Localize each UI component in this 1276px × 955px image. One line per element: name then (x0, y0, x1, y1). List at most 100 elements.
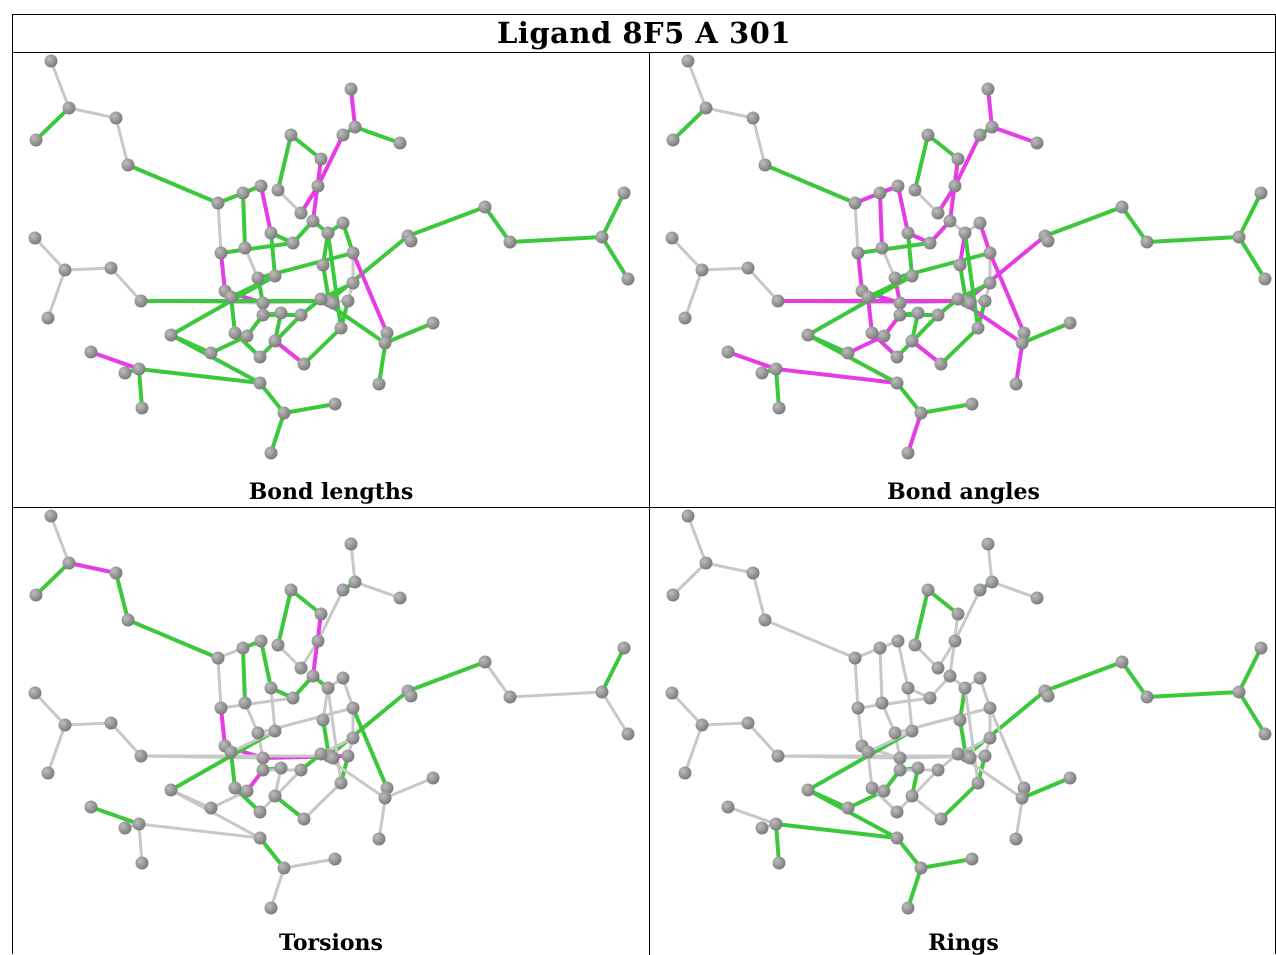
atom-6 (294, 206, 308, 220)
atom-64 (1063, 771, 1077, 785)
atom-2 (29, 133, 43, 147)
atom-21 (901, 681, 915, 695)
atom-7 (948, 179, 962, 193)
bond-70 (866, 274, 914, 299)
bond-44 (353, 580, 402, 600)
bond-2 (704, 561, 755, 575)
atom-38 (326, 296, 340, 310)
atom-34 (503, 690, 517, 704)
bond-60 (906, 411, 923, 455)
atom-1 (699, 556, 713, 570)
bond-73 (896, 639, 910, 690)
atom-57 (84, 345, 98, 359)
bond-4 (763, 618, 857, 660)
bond-57 (774, 822, 899, 840)
atom-30 (316, 258, 330, 272)
panel-torsions: Torsions (13, 508, 650, 955)
atom-56 (135, 401, 149, 415)
bond-1 (34, 106, 71, 142)
bond-1 (671, 106, 708, 142)
atom-48 (841, 801, 855, 815)
atom-33 (1115, 655, 1129, 669)
atom-63 (1015, 336, 1029, 350)
atom-55 (132, 817, 146, 831)
panel-bond-lengths: Bond lengths (13, 53, 650, 508)
atom-59 (914, 861, 928, 875)
atom-15 (771, 294, 785, 308)
atom-8 (848, 196, 862, 210)
bond-2 (704, 106, 755, 120)
atom-20 (893, 751, 907, 765)
bond-32 (327, 689, 410, 758)
atom-22 (923, 236, 937, 250)
bond-60 (906, 866, 923, 910)
atom-23 (306, 669, 320, 683)
atom-60 (328, 852, 342, 866)
atom-49 (240, 329, 254, 343)
atom-28 (978, 294, 992, 308)
atom-56 (135, 856, 149, 870)
atom-50 (893, 308, 907, 322)
atom-41 (985, 120, 999, 134)
atom-58 (253, 376, 267, 390)
bond-12 (700, 721, 750, 727)
atom-61 (264, 901, 278, 915)
panel-rings: Rings (650, 508, 1276, 955)
bond-0 (49, 59, 71, 110)
atom-53 (297, 812, 311, 826)
atom-16 (214, 701, 228, 715)
bond-61 (169, 333, 262, 385)
bond-63 (1020, 776, 1072, 800)
atom-44 (284, 128, 298, 142)
bond-10 (33, 691, 67, 727)
bond-2 (67, 106, 118, 120)
bond-44 (990, 580, 1039, 600)
atom-25 (336, 671, 350, 685)
bond-6 (216, 656, 223, 710)
atom-24 (321, 681, 335, 695)
atom-42 (344, 537, 358, 551)
atom-1 (62, 556, 76, 570)
bond-67 (258, 768, 303, 814)
atom-9 (873, 186, 887, 200)
atom-60 (965, 852, 979, 866)
atom-29 (334, 321, 348, 335)
atom-20 (256, 751, 270, 765)
bond-6 (853, 656, 860, 710)
atom-62 (380, 781, 394, 795)
atom-59 (277, 406, 291, 420)
atom-22 (286, 236, 300, 250)
atom-54 (118, 366, 132, 380)
bond-67 (895, 313, 940, 359)
bond-56 (89, 350, 141, 371)
bond-41 (953, 133, 982, 188)
molecule-view (665, 54, 1272, 460)
atom-9 (236, 186, 250, 200)
bond-71 (269, 231, 277, 278)
atom-29 (971, 321, 985, 335)
atom-4 (121, 613, 135, 627)
panel-bond-angles: Bond angles (650, 53, 1276, 508)
atom-43 (393, 591, 407, 605)
atom-24 (958, 226, 972, 240)
atom-20 (893, 296, 907, 310)
atom-59 (277, 861, 291, 875)
bond-33 (406, 205, 487, 238)
bond-59 (282, 857, 337, 870)
bond-67 (258, 313, 303, 359)
atom-11 (665, 686, 679, 700)
bond-1 (671, 561, 708, 597)
bond-44 (990, 125, 1039, 145)
bond-73 (896, 184, 910, 235)
atom-42 (981, 537, 995, 551)
atom-24 (321, 226, 335, 240)
atom-70 (861, 290, 875, 304)
atom-18 (875, 696, 889, 710)
atom-64 (1063, 316, 1077, 330)
atom-5 (271, 638, 285, 652)
bond-59 (919, 857, 974, 870)
atom-62 (1017, 781, 1031, 795)
atom-45 (951, 607, 965, 621)
atom-68 (253, 350, 267, 364)
atom-35 (595, 685, 609, 699)
